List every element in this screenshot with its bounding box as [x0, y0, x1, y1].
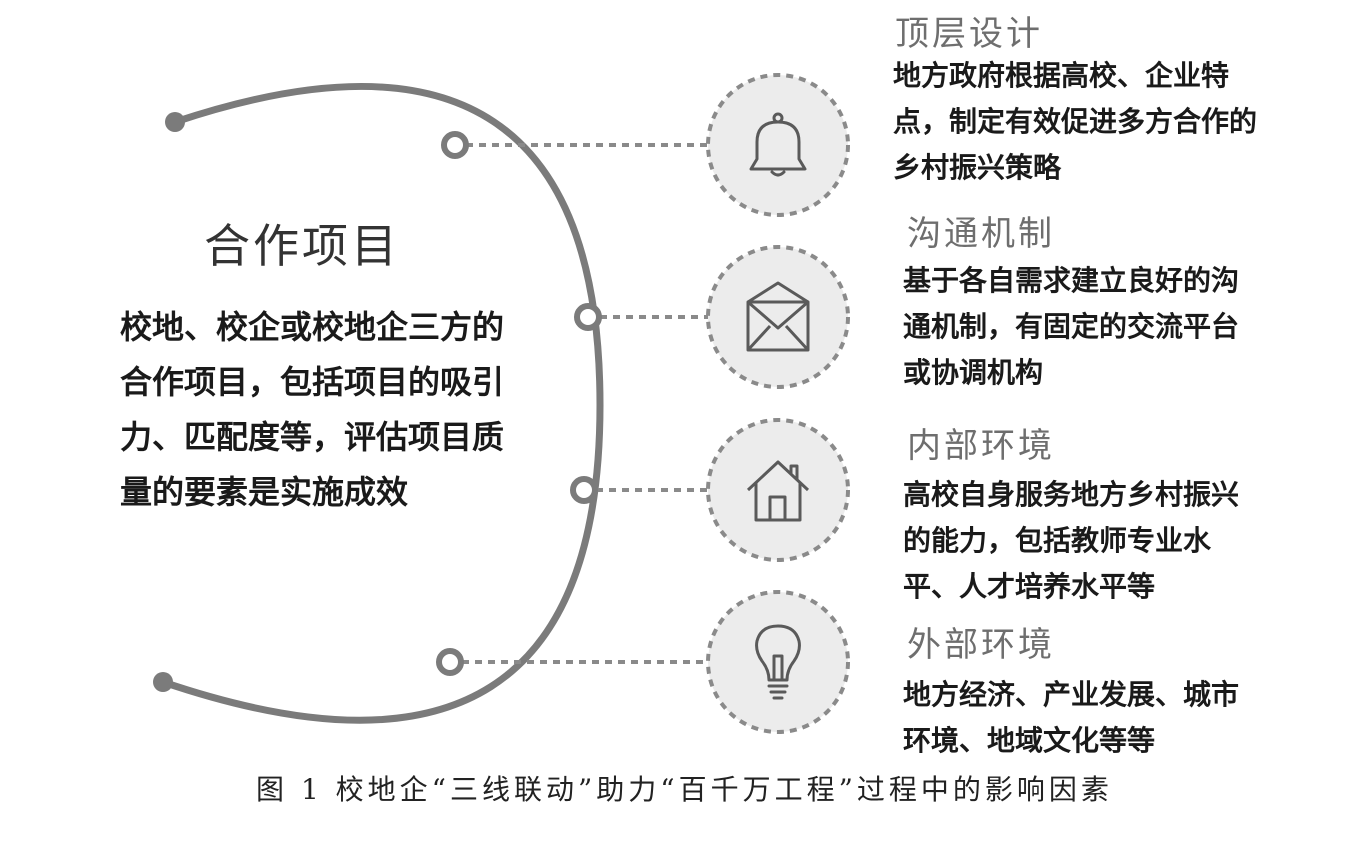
envelope-icon	[746, 281, 810, 352]
item-title-communication: 沟通机制	[907, 214, 1055, 254]
house-icon	[746, 460, 810, 522]
icon-circle-2	[706, 245, 850, 389]
lightbulb-icon	[755, 624, 801, 700]
arc-endpoint-top	[165, 112, 185, 132]
arc-node-3	[570, 476, 598, 504]
arc-node-1	[441, 131, 469, 159]
icon-circle-4	[706, 590, 850, 734]
arc-node-4	[436, 648, 464, 676]
icon-circle-3	[706, 418, 850, 562]
bell-icon	[749, 112, 807, 177]
item-title-internal-environment: 内部环境	[907, 426, 1055, 466]
item-description-internal-environment: 高校自身服务地方乡村振兴的能力，包括教师专业水平、人才培养水平等	[903, 478, 1240, 603]
item-description-communication: 基于各自需求建立良好的沟通机制，有固定的交流平台或协调机构	[903, 264, 1240, 389]
item-title-external-environment: 外部环境	[907, 625, 1055, 665]
arc-endpoint-bottom	[153, 672, 173, 692]
item-description-external-environment: 地方经济、产业发展、城市环境、地域文化等等	[903, 678, 1240, 757]
center-description: 校地、校企或校地企三方的合作项目，包括项目的吸引力、匹配度等，评估项目质量的要素…	[120, 308, 505, 511]
arc-node-2	[574, 303, 602, 331]
figure-caption: 图 1 校地企“三线联动”助力“百千万工程”过程中的影响因素	[256, 773, 1113, 806]
item-title-top-design: 顶层设计	[895, 14, 1043, 54]
item-description-top-design: 地方政府根据高校、企业特点，制定有效促进多方合作的乡村振兴策略	[893, 59, 1258, 184]
center-title: 合作项目	[204, 219, 400, 273]
center-arc	[159, 82, 604, 724]
icon-circle-1	[706, 73, 850, 217]
